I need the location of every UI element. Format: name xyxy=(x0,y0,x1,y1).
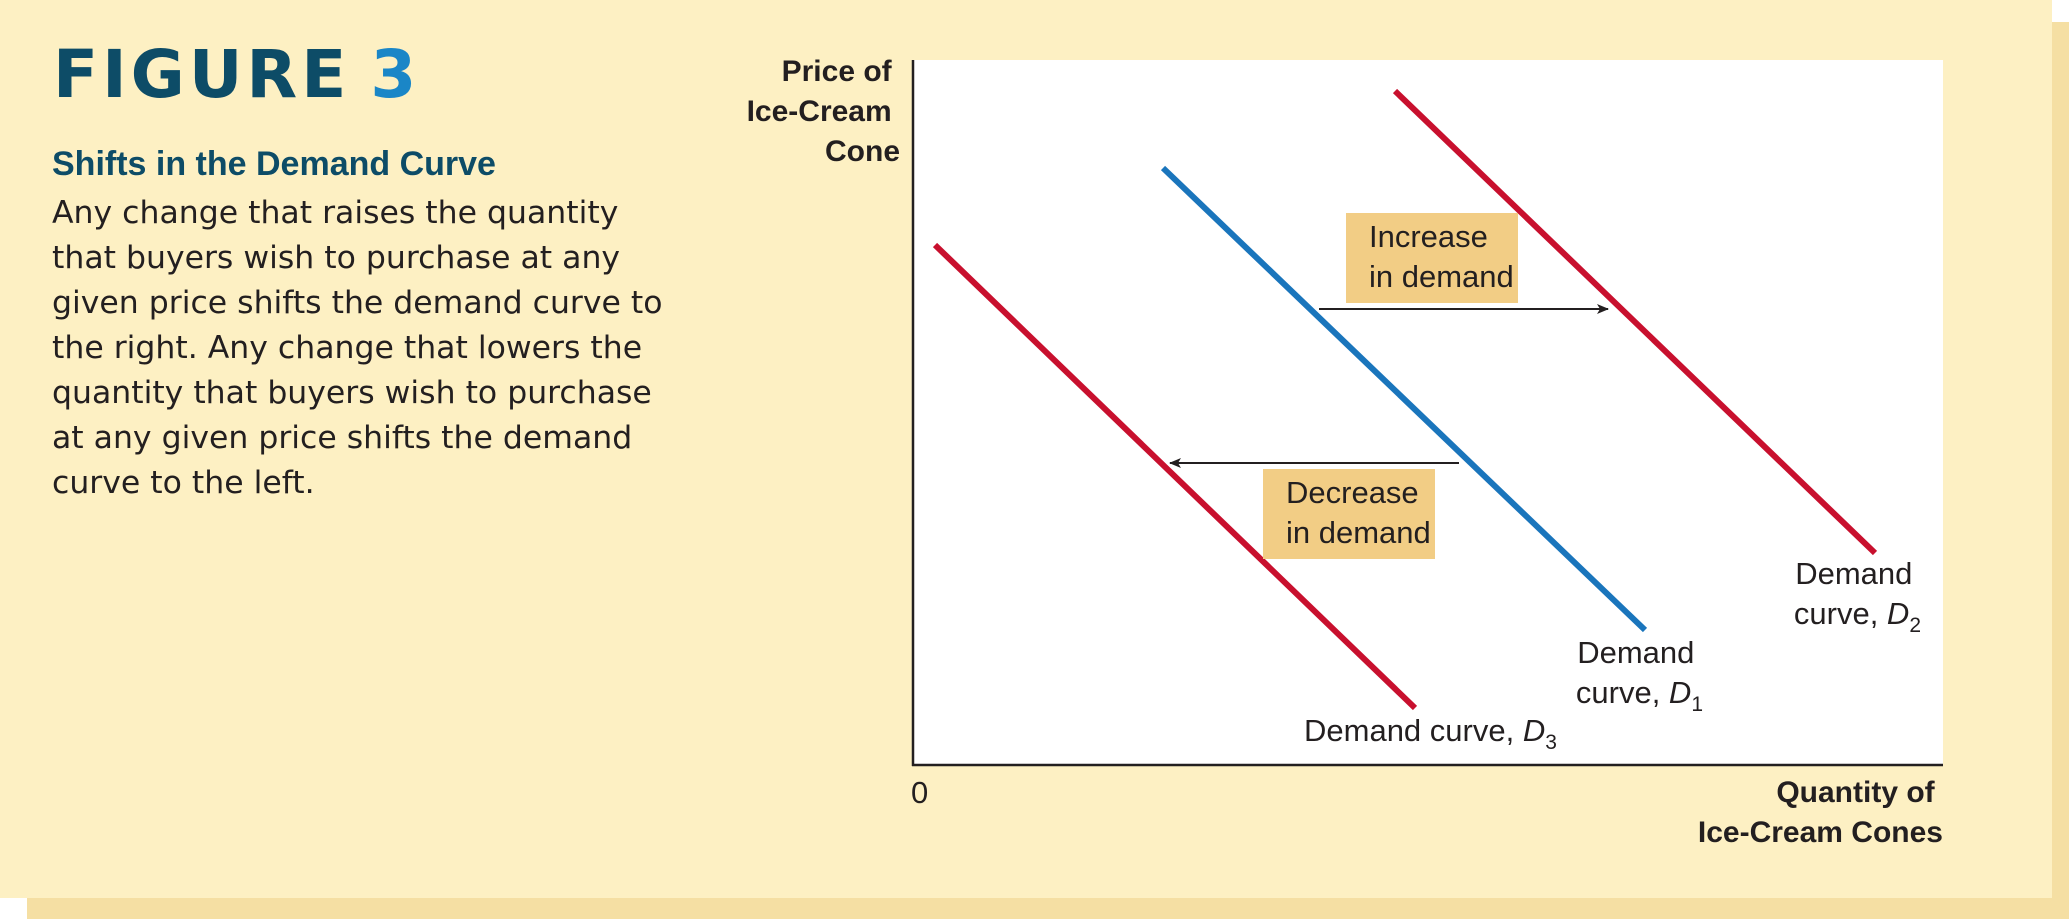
decrease-label-line-2: in demand xyxy=(1286,515,1431,550)
curve-label-d2-line-2: curve, xyxy=(1794,596,1887,631)
origin-label: 0 xyxy=(911,775,928,810)
curve-label-d3-line-1: Demand curve, xyxy=(1304,713,1523,748)
increase-label-line-1: Increase xyxy=(1369,219,1488,254)
curve-label-d3: Demand curve, D3 xyxy=(1304,713,1557,754)
figure-label: FIGURE xyxy=(53,36,351,113)
y-axis-label: Price of Ice-Cream Cone xyxy=(747,55,900,168)
y-axis-label-line-2: Ice-Cream xyxy=(747,95,892,128)
figure-title: Shifts in the Demand Curve xyxy=(52,145,496,183)
curve-label-d2-sub: 2 xyxy=(1909,614,1921,637)
curve-label-d3-name: D xyxy=(1523,713,1545,748)
decrease-label-line-1: Decrease xyxy=(1286,475,1419,510)
demand-curve-d3 xyxy=(932,242,1418,711)
curve-label-d1-sub: 1 xyxy=(1691,693,1703,716)
demand-curve-d2 xyxy=(1392,88,1878,556)
curve-label-d1-name: D xyxy=(1669,675,1691,710)
increase-label-line-2: in demand xyxy=(1369,259,1514,294)
x-axis-label: Quantity of Ice-Cream Cones xyxy=(1698,776,1943,849)
decrease-label: Decrease in demand xyxy=(1286,475,1431,550)
x-axis-label-line-1: Quantity of xyxy=(1776,776,1935,809)
curve-label-d1-line-2: curve, xyxy=(1576,675,1669,710)
curve-label-d2: Demand curve, D2 xyxy=(1794,556,1921,637)
curve-label-d1-line-1: Demand xyxy=(1577,635,1694,670)
plot-area xyxy=(913,60,1943,765)
y-axis-label-line-3: Cone xyxy=(825,135,900,168)
increase-label: Increase in demand xyxy=(1369,219,1514,294)
curve-label-d2-line-1: Demand xyxy=(1795,556,1912,591)
x-axis-label-line-2: Ice-Cream Cones xyxy=(1698,816,1943,849)
figure-number: 3 xyxy=(370,36,421,113)
curve-label-d3-sub: 3 xyxy=(1545,731,1557,754)
y-axis-label-line-1: Price of xyxy=(782,55,893,88)
figure-caption: Any change that raises the quantity that… xyxy=(52,195,663,501)
curve-label-d1: Demand curve, D1 xyxy=(1576,635,1703,716)
decrease-box xyxy=(1263,469,1435,559)
demand-curve-d1 xyxy=(1160,165,1648,633)
increase-box xyxy=(1346,213,1518,303)
curve-label-d2-name: D xyxy=(1887,596,1909,631)
